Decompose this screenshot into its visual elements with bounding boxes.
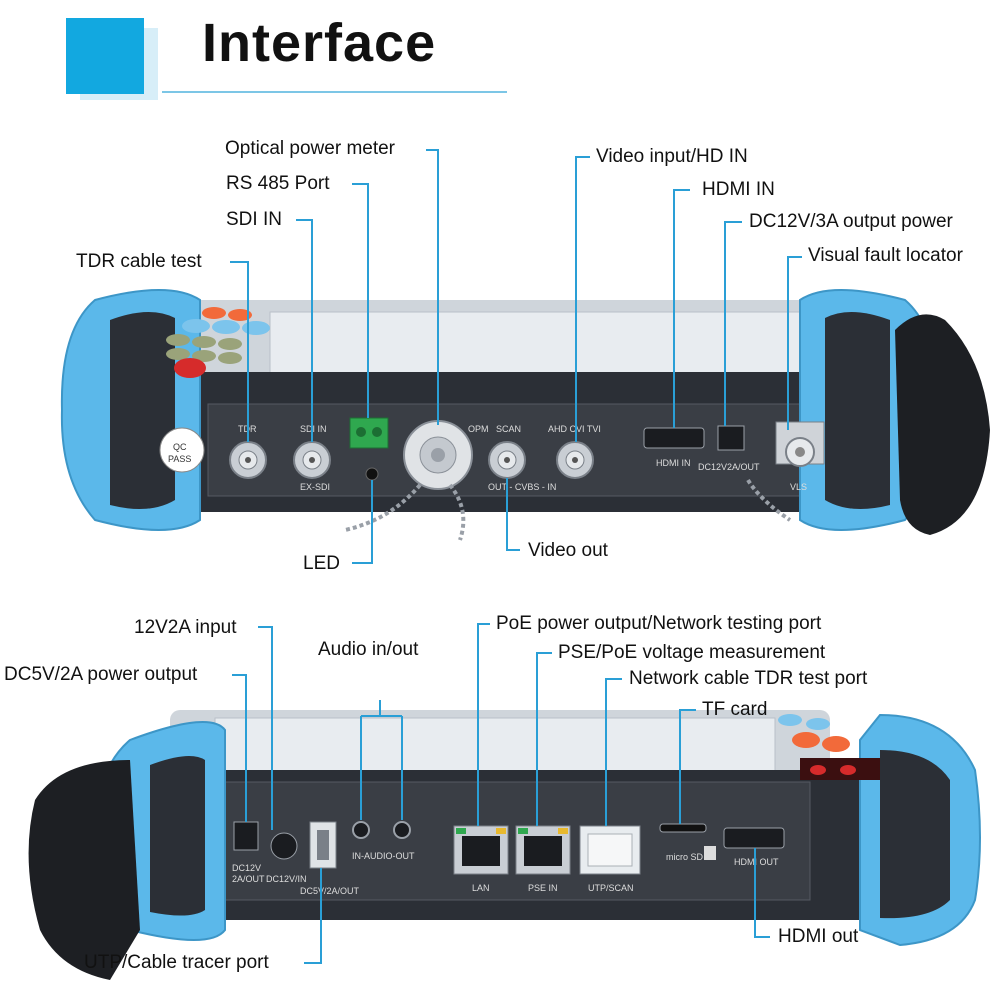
panel-label-dc5: DC5V/2A/OUT <box>300 886 360 896</box>
panel-label-vls: VLS <box>790 482 808 492</box>
pse-in-port <box>515 825 571 875</box>
chain-left <box>344 483 466 541</box>
lan-port <box>453 825 509 875</box>
label-rs485-port: RS 485 Port <box>226 173 330 194</box>
bnc-scan-connector <box>488 441 526 479</box>
label-utp-cable-tracer: UTP/Cable tracer port <box>84 952 269 973</box>
leader-tdr-port <box>605 678 622 826</box>
label-poe: PoE power output/Network testing port <box>496 613 822 634</box>
panel-label-hdmi-in: HDMI IN <box>656 458 691 468</box>
leader-hdmi-in <box>673 189 690 428</box>
leader-pse <box>536 652 552 826</box>
label-led: LED <box>303 553 340 574</box>
label-tdr-cable-test: TDR cable test <box>76 251 202 272</box>
label-dc12v-output: DC12V/3A output power <box>749 211 953 232</box>
dc12-output-jack <box>717 425 745 451</box>
label-audio: Audio in/out <box>318 639 419 660</box>
panel-label-audio: IN-AUDIO-OUT <box>352 851 415 861</box>
leader-sdi <box>296 219 313 442</box>
label-hdmi-in: HDMI IN <box>702 179 775 200</box>
leader-tdr <box>230 261 249 442</box>
leader-dc5v <box>232 674 247 822</box>
leader-led <box>352 480 373 564</box>
leader-hdmi-out <box>754 848 770 938</box>
label-tdr-port: Network cable TDR test port <box>629 668 868 689</box>
label-pse: PSE/PoE voltage measurement <box>558 642 826 663</box>
dc12-out-jack <box>233 821 259 851</box>
leader-12v-input <box>258 626 273 830</box>
leader-video-input <box>575 156 590 442</box>
leader-poe <box>477 623 490 826</box>
leader-vls <box>787 256 802 430</box>
label-video-out: Video out <box>528 540 608 561</box>
label-dc5v-output: DC5V/2A power output <box>4 664 198 685</box>
label-optical-power-meter: Optical power meter <box>225 138 396 159</box>
bnc-ahd-connector <box>556 441 594 479</box>
panel-label-dc12-in: DC12V/IN <box>266 874 307 884</box>
label-visual-fault-locator: Visual fault locator <box>808 245 963 266</box>
label-tf-card: TF card <box>702 699 768 720</box>
leader-tf-card <box>679 709 696 824</box>
panel-label-utp-scan: UTP/SCAN <box>588 883 634 893</box>
panel-label-dc12-out-2: 2A/OUT <box>232 874 265 884</box>
opm-connector <box>403 420 473 490</box>
leader-rs485 <box>352 183 369 418</box>
panel-label-lan: LAN <box>472 883 490 893</box>
bnc-tdr-connector <box>229 441 267 479</box>
bottom-keypad <box>778 714 880 780</box>
leader-utp <box>304 868 322 964</box>
audio-out-jack <box>393 821 411 839</box>
panel-label-scan: SCAN <box>496 424 522 434</box>
label-sdi-in: SDI IN <box>226 209 282 230</box>
label-hdmi-out: HDMI out <box>778 926 859 947</box>
audio-in-jack <box>352 821 370 839</box>
dc12-in-jack <box>270 832 298 860</box>
leader-optical-power <box>426 149 439 425</box>
bottom-device-illustration <box>28 710 981 980</box>
panel-label-dc12-out-1: DC12V <box>232 863 262 873</box>
panel-label-micro-sd: micro SD <box>666 852 704 862</box>
panel-label-cvbs: OUT - CVBS - IN <box>488 482 557 492</box>
bottom-strap <box>28 760 141 980</box>
panel-label-dc12: DC12V2A/OUT <box>698 462 760 472</box>
panel-label-hdmi-out: HDMI OUT <box>734 857 779 867</box>
leader-video-out <box>506 478 520 551</box>
header-rule <box>162 91 507 93</box>
vls-connector <box>775 421 825 467</box>
page-title: Interface <box>202 13 437 73</box>
strap <box>895 314 990 535</box>
label-video-input: Video input/HD IN <box>596 146 748 167</box>
qc-sticker <box>159 427 205 473</box>
label-12v-input: 12V2A input <box>134 617 237 638</box>
panel-label-ex-sdi: EX-SDI <box>300 482 331 492</box>
leader-audio <box>360 700 403 820</box>
chain-right <box>746 478 792 522</box>
header-square <box>66 18 144 94</box>
panel-label-ahd: AHD CVI TVI <box>548 424 601 434</box>
panel-label-pse-in: PSE IN <box>528 883 558 893</box>
micro-sd-slot <box>659 823 707 833</box>
panel-label-opm: OPM <box>468 424 489 434</box>
utp-scan-port <box>579 825 641 875</box>
qc-sticker-text-1: QC <box>173 442 187 452</box>
qc-sticker-text-2: PASS <box>168 454 192 464</box>
leader-dc12v <box>724 221 742 426</box>
panel-label-sdi-in: SDI IN <box>300 424 327 434</box>
